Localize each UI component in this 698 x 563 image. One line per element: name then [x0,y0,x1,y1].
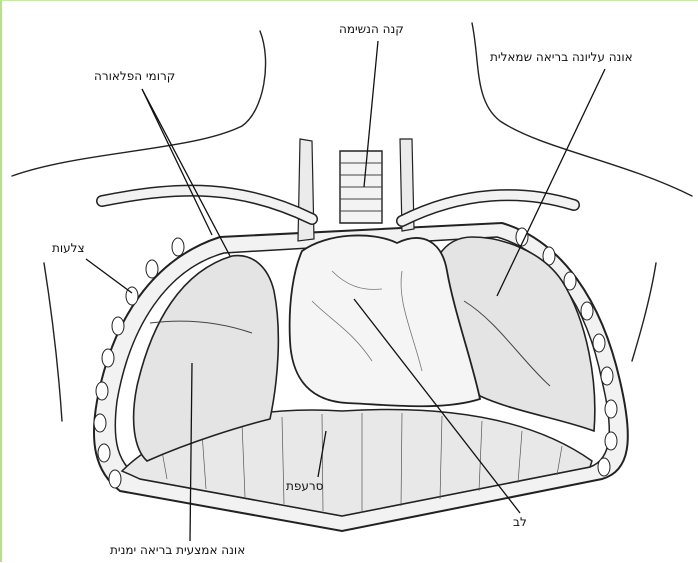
neck-vessels-left [297,138,315,242]
label-left-upper-lobe: אונה עליונה בריאה שמאלית [490,50,633,64]
right-lung-fissure [149,320,253,334]
heart [288,234,482,408]
label-right-middle-lobe: אונה אמצעית בריאה ימנית [110,543,246,557]
rib-cross-section [592,333,606,353]
leader-pleura-a [141,88,231,257]
neck-vessels-right [399,138,415,232]
rib-cross-section [597,457,611,477]
torso-outline-left [43,262,63,422]
right-clavicle-core [97,186,317,224]
label-ribs: צלעות [52,241,85,255]
rib-cross-section [171,237,185,257]
rib-cross-section [604,431,618,451]
leader-ribs [85,258,133,294]
leader-trachea [363,40,379,188]
right-lung [132,254,280,462]
rib-cross-section [108,469,122,489]
rib-cross-section [93,413,107,433]
leader-left-upper-lobe [496,68,606,297]
leader-diaphragm [317,430,327,478]
torso-outline-right [631,262,657,362]
leader-pleura-b [141,88,213,236]
rib-cross-section [145,259,159,279]
leader-heart [353,298,521,514]
left-clavicle-core [397,190,579,226]
label-diaphragm: סרעפת [286,479,324,493]
rib-cross-section [604,399,618,419]
neck-outline-right [471,22,693,197]
rib-cross-section [515,227,529,247]
rib-cross-section [101,348,115,368]
rib-cross-section [580,301,594,321]
rib-cross-section [563,271,577,291]
left-lung-fissure [463,300,551,387]
label-trachea: קנה הנשימה [339,22,404,36]
rib-cross-section [600,366,614,386]
rib-cross-section [111,316,125,336]
label-heart: לב [513,515,527,529]
neck-outline-left [11,30,267,177]
rib-cross-section [95,381,109,401]
rib-cross-section [97,443,111,463]
leader-right-middle-lobe [189,362,193,542]
label-pleura-membranes: קרומי הפלאורה [94,69,176,83]
